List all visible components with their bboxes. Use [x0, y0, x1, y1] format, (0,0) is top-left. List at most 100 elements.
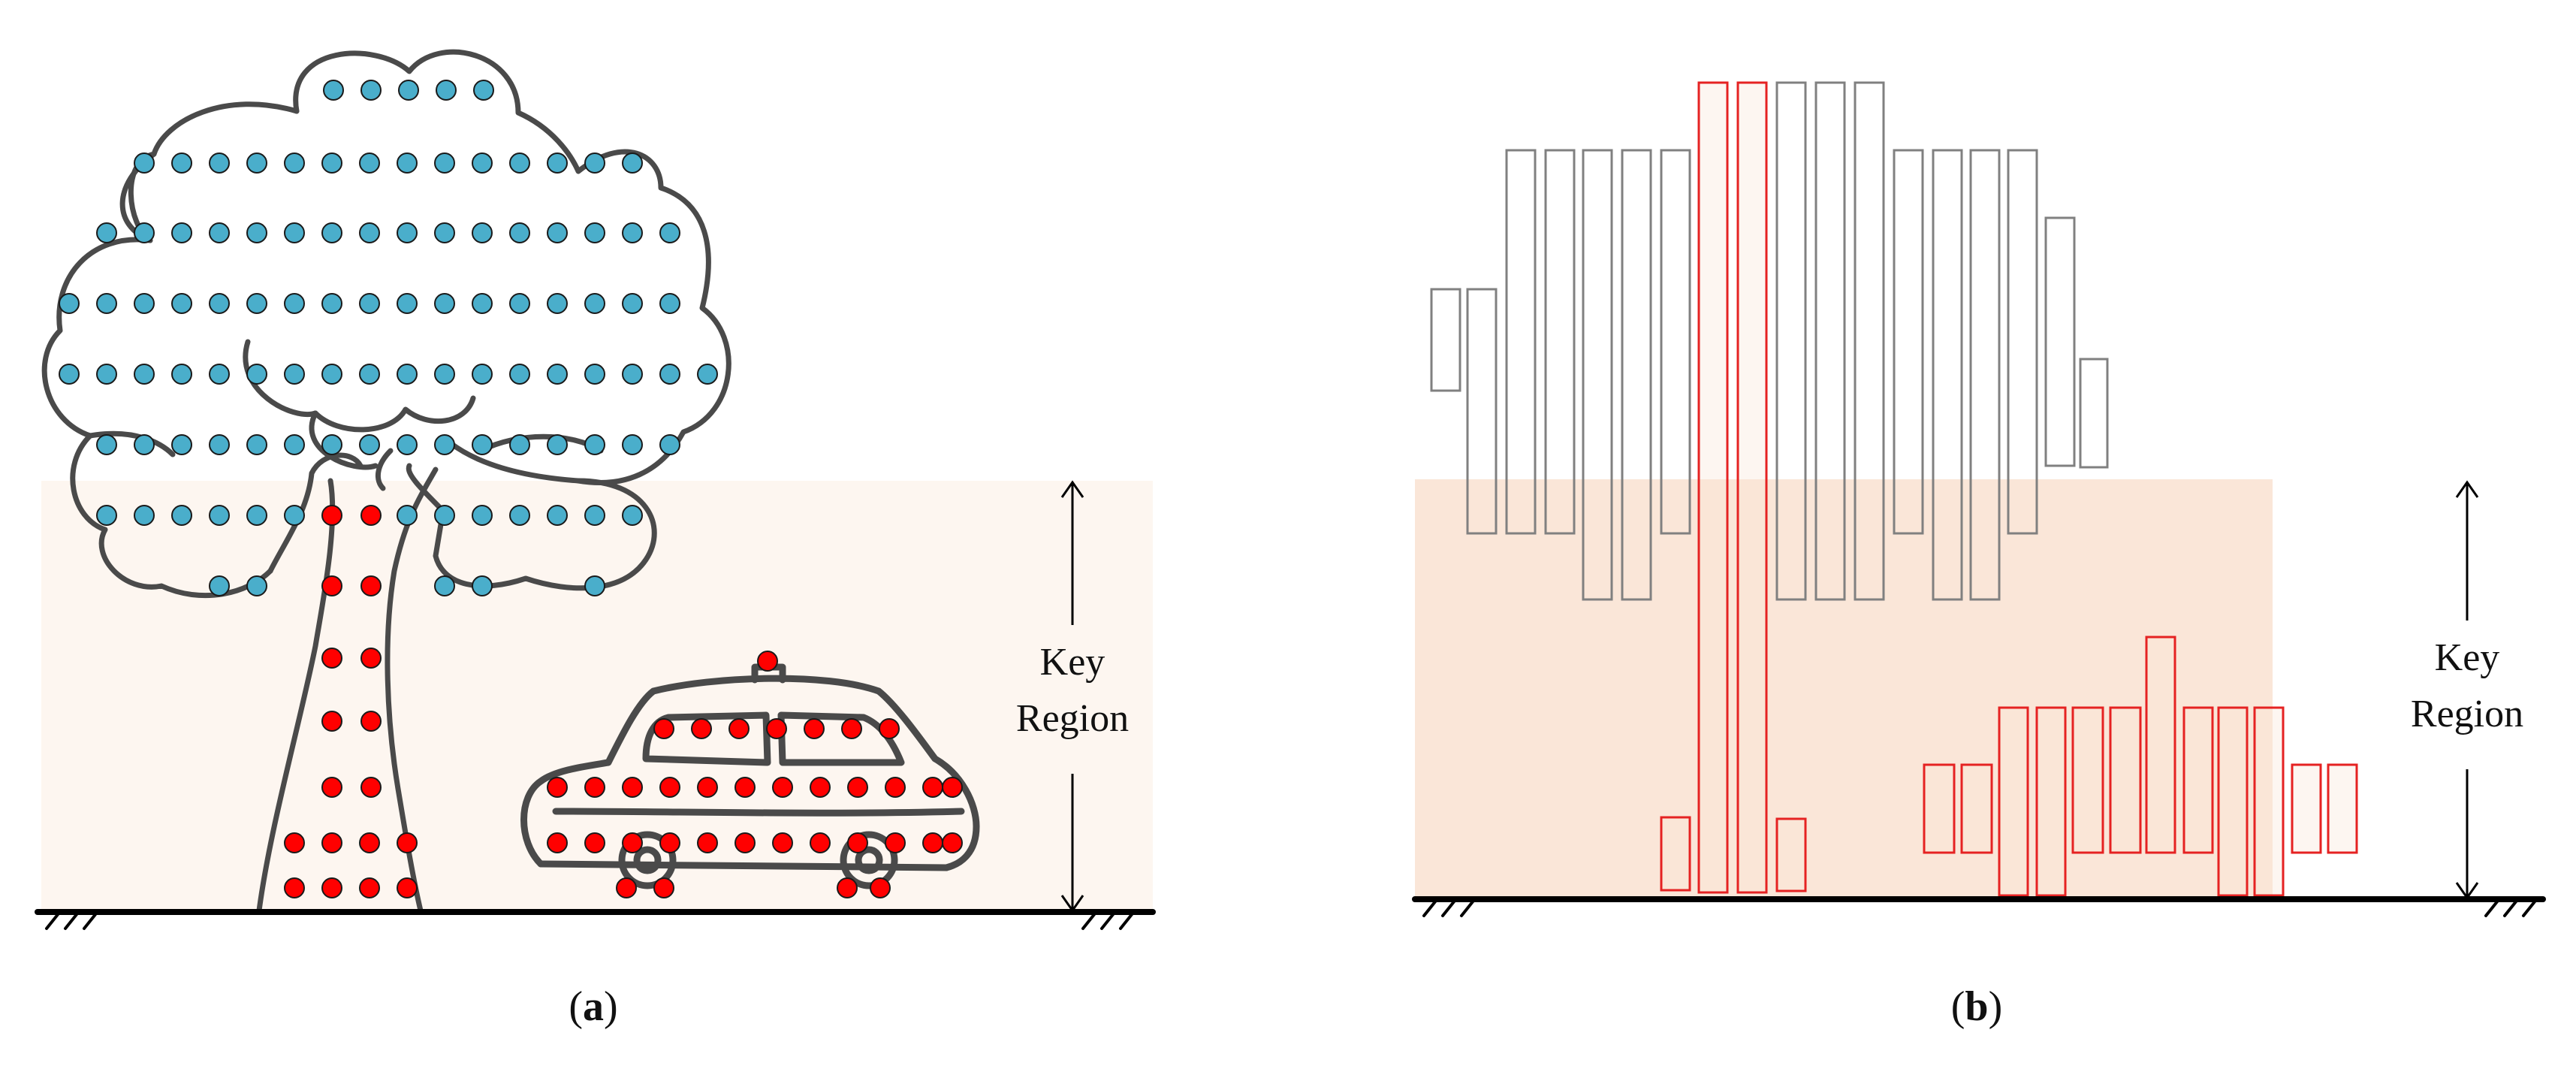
car-point: [848, 778, 867, 797]
car-point: [322, 833, 342, 853]
tree-point: [623, 506, 642, 525]
car-point: [360, 878, 379, 898]
panel-b: Key Region (b): [1415, 83, 2543, 1030]
tree-point: [210, 435, 229, 454]
car-point: [837, 878, 857, 898]
tree-point: [247, 576, 267, 596]
tree-point: [59, 294, 79, 313]
tree-point: [472, 576, 492, 596]
car-point: [585, 778, 605, 797]
tree-point: [397, 506, 417, 525]
car-point: [879, 719, 899, 738]
tree-point: [210, 153, 229, 173]
tree-point: [247, 435, 267, 454]
car-point: [943, 778, 962, 797]
tree-point: [510, 364, 529, 384]
tree-point: [435, 435, 454, 454]
tree-point: [360, 223, 379, 243]
tree-point: [322, 294, 342, 313]
tree-point: [210, 223, 229, 243]
key-region-label-a-line1: Key: [1040, 641, 1106, 684]
car-point: [623, 833, 642, 853]
panel-caption-b: (b): [1951, 983, 2002, 1030]
tree-point: [324, 80, 343, 100]
tree-point: [623, 153, 642, 173]
inside-column: [2110, 708, 2140, 853]
inside-column: [2219, 708, 2247, 895]
tree-point: [285, 364, 304, 384]
tree-point: [472, 153, 492, 173]
tree-point: [623, 294, 642, 313]
tree-point: [285, 223, 304, 243]
car-point: [804, 719, 824, 738]
outside-column: [1661, 150, 1690, 533]
tree-point: [97, 435, 116, 454]
car-point: [758, 651, 777, 671]
inside-column: [1962, 765, 1992, 853]
tree-point: [285, 153, 304, 173]
tree-point: [510, 223, 529, 243]
tree-point: [59, 364, 79, 384]
car-point: [735, 778, 755, 797]
tree-point: [247, 153, 267, 173]
tree-point: [172, 294, 192, 313]
car-point: [285, 878, 304, 898]
outside-column: [1546, 150, 1574, 533]
inside-column: [1999, 708, 2028, 895]
tree-point: [134, 153, 154, 173]
outside-column: [1894, 150, 1923, 533]
car-point: [322, 778, 342, 797]
tree-point: [397, 435, 417, 454]
tree-point: [361, 80, 381, 100]
tree-point: [660, 223, 680, 243]
tree-point: [660, 294, 680, 313]
tree-point: [322, 153, 342, 173]
tree-point: [134, 223, 154, 243]
panel-a: Key Region (a): [38, 52, 1153, 1030]
tree-point: [210, 364, 229, 384]
tree-point: [510, 294, 529, 313]
inside-column: [2073, 708, 2103, 853]
inside-column: [2255, 708, 2283, 895]
car-point: [361, 711, 381, 731]
inside-column: [1738, 83, 1766, 892]
tree-point: [510, 153, 529, 173]
tree-point: [660, 435, 680, 454]
car-point: [842, 719, 861, 738]
tree-point: [97, 223, 116, 243]
inside-column: [2037, 708, 2065, 895]
tree-point: [134, 364, 154, 384]
car-point: [361, 648, 381, 668]
outside-column: [1507, 150, 1535, 533]
car-point: [735, 833, 755, 853]
tree-point: [623, 364, 642, 384]
key-region-label-b-line1: Key: [2435, 636, 2500, 679]
car-point: [870, 878, 890, 898]
tree-point: [172, 364, 192, 384]
tree-point: [210, 576, 229, 596]
inside-column: [2328, 765, 2357, 853]
tree-point: [547, 223, 567, 243]
tree-point: [547, 294, 567, 313]
tree-point: [360, 153, 379, 173]
outside-column: [1431, 289, 1460, 391]
tree-point: [436, 80, 456, 100]
car-point: [773, 833, 792, 853]
tree-point: [435, 294, 454, 313]
car-point: [660, 833, 680, 853]
car-point: [585, 833, 605, 853]
tree-point: [585, 153, 605, 173]
car-point: [617, 878, 636, 898]
tree-point: [660, 364, 680, 384]
tree-point: [97, 364, 116, 384]
tree-point: [134, 435, 154, 454]
tree-point: [399, 80, 418, 100]
tree-point: [322, 223, 342, 243]
tree-point: [585, 435, 605, 454]
tree-point: [210, 294, 229, 313]
tree-point: [360, 364, 379, 384]
tree-point: [472, 223, 492, 243]
outside-column: [2046, 218, 2074, 466]
car-point: [654, 878, 674, 898]
